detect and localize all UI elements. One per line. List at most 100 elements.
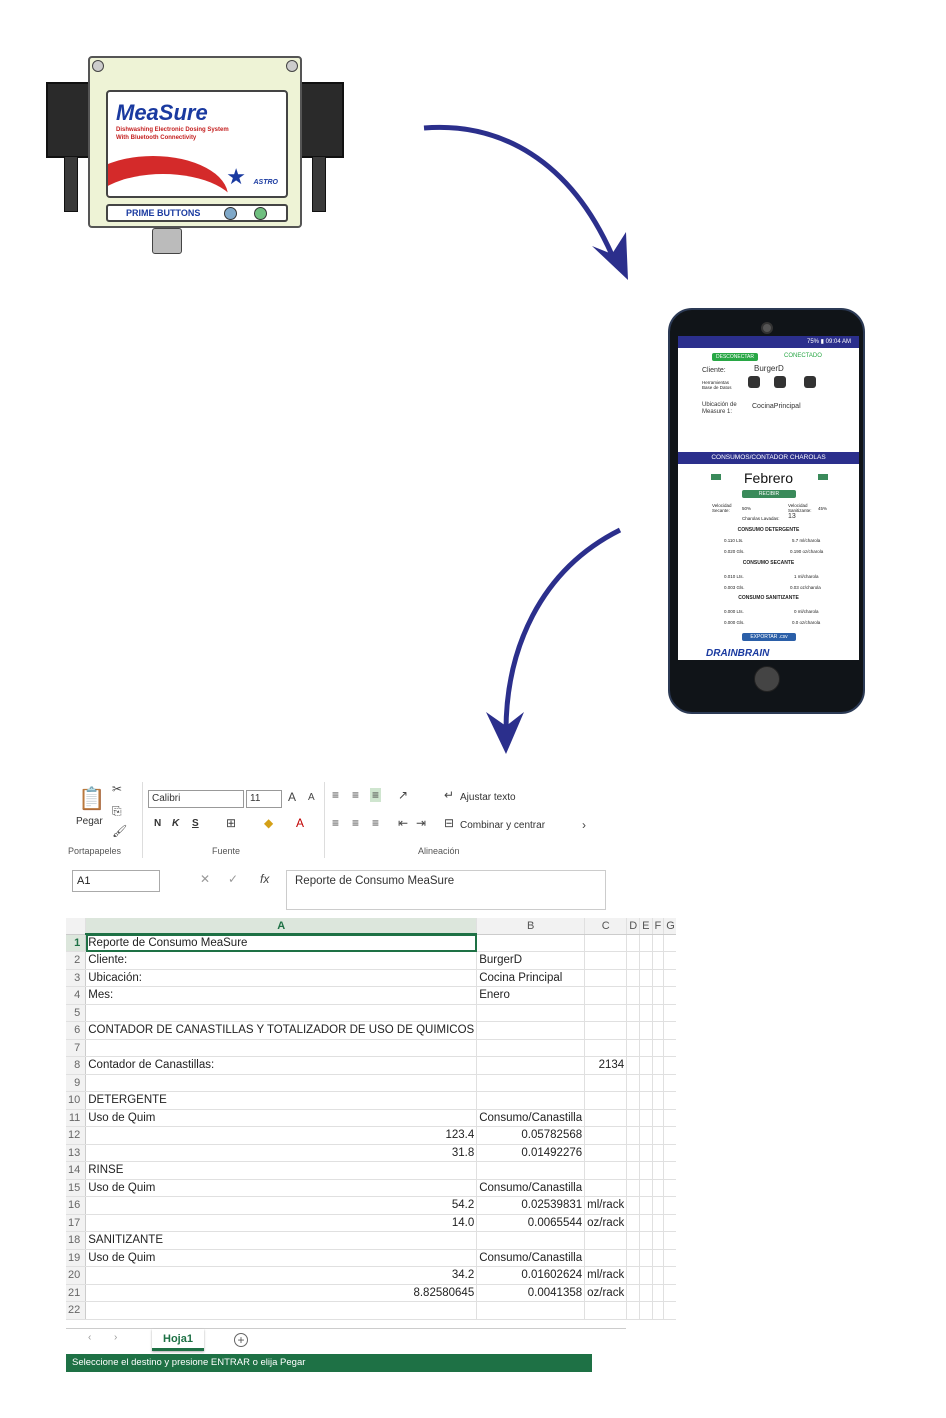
- increase-indent-icon[interactable]: ⇥: [416, 816, 427, 830]
- cell[interactable]: [663, 1196, 676, 1215]
- cell[interactable]: [652, 1161, 665, 1180]
- cell[interactable]: [85, 1074, 478, 1092]
- cell[interactable]: [652, 1144, 665, 1162]
- cell[interactable]: 0.01492276: [476, 1144, 586, 1162]
- database-edit-icon[interactable]: [774, 376, 786, 388]
- cell[interactable]: [652, 1021, 665, 1040]
- row-header[interactable]: 21: [66, 1284, 87, 1302]
- cell[interactable]: Cocina Principal: [476, 969, 586, 987]
- prime-button-1[interactable]: [224, 207, 237, 220]
- cell[interactable]: [663, 934, 676, 952]
- row-header[interactable]: 14: [66, 1161, 87, 1180]
- cell[interactable]: ml/rack: [584, 1196, 628, 1215]
- sheet-tab[interactable]: Hoja1: [152, 1329, 204, 1351]
- align-left-icon[interactable]: ≡: [332, 816, 340, 830]
- cell[interactable]: BurgerD: [476, 951, 586, 970]
- cell[interactable]: [639, 1249, 653, 1267]
- cell[interactable]: [663, 1074, 676, 1092]
- cell[interactable]: [626, 1056, 641, 1075]
- cell[interactable]: [639, 1126, 653, 1145]
- cell[interactable]: [652, 986, 665, 1005]
- row-header[interactable]: 12: [66, 1126, 87, 1145]
- cell[interactable]: Mes:: [85, 986, 478, 1005]
- column-header[interactable]: F: [652, 918, 665, 935]
- cell[interactable]: [584, 951, 628, 970]
- cell[interactable]: [639, 1266, 653, 1285]
- cell[interactable]: [652, 1231, 665, 1250]
- column-header[interactable]: A: [85, 918, 478, 935]
- cell[interactable]: [652, 969, 665, 987]
- cell[interactable]: [639, 1056, 653, 1075]
- decrease-indent-icon[interactable]: ⇤: [398, 816, 409, 830]
- cell[interactable]: [652, 1004, 665, 1022]
- cell[interactable]: 2134: [584, 1056, 628, 1075]
- cell[interactable]: Ubicación:: [85, 969, 478, 987]
- row-header[interactable]: 7: [66, 1039, 87, 1057]
- cell[interactable]: [584, 969, 628, 987]
- cell[interactable]: [626, 1266, 641, 1285]
- column-header[interactable]: B: [476, 918, 586, 935]
- cell[interactable]: [626, 986, 641, 1005]
- row-header[interactable]: 10: [66, 1091, 87, 1110]
- cell[interactable]: [476, 1301, 586, 1320]
- function-icon[interactable]: fx: [260, 872, 270, 886]
- align-middle-icon[interactable]: ≡: [352, 788, 360, 802]
- cell[interactable]: [584, 1109, 628, 1127]
- cell[interactable]: oz/rack: [584, 1214, 628, 1232]
- cell[interactable]: [584, 1249, 628, 1267]
- cell[interactable]: [663, 986, 676, 1005]
- cell[interactable]: [584, 1004, 628, 1022]
- cell[interactable]: Consumo/Canastilla: [476, 1109, 586, 1127]
- cell[interactable]: [626, 1231, 641, 1250]
- font-size-select[interactable]: 11: [246, 790, 282, 808]
- bold-button[interactable]: N: [154, 818, 162, 829]
- cell[interactable]: [639, 1161, 653, 1180]
- cell[interactable]: 0.01602624: [476, 1266, 586, 1285]
- column-header[interactable]: G: [663, 918, 676, 935]
- row-header[interactable]: 13: [66, 1144, 87, 1162]
- cell[interactable]: [626, 1091, 641, 1110]
- cell[interactable]: CONTADOR DE CANASTILLAS Y TOTALIZADOR DE…: [85, 1021, 478, 1040]
- cell[interactable]: [652, 1179, 665, 1197]
- cell[interactable]: RINSE: [85, 1161, 478, 1180]
- cell[interactable]: [626, 1214, 641, 1232]
- paste-button[interactable]: Pegar: [76, 816, 103, 827]
- italic-button[interactable]: K: [172, 818, 180, 829]
- orientation-icon[interactable]: ↗: [398, 788, 409, 802]
- align-bottom-icon[interactable]: ≡: [370, 788, 382, 802]
- cell[interactable]: 8.82580645: [85, 1284, 478, 1302]
- cell[interactable]: [639, 934, 653, 952]
- cell[interactable]: [85, 1039, 478, 1057]
- cell[interactable]: [626, 969, 641, 987]
- cell[interactable]: [639, 1109, 653, 1127]
- cell[interactable]: [626, 1249, 641, 1267]
- row-header[interactable]: 8: [66, 1056, 87, 1075]
- cell[interactable]: [639, 1284, 653, 1302]
- cell[interactable]: [663, 1144, 676, 1162]
- database-delete-icon[interactable]: [804, 376, 816, 388]
- cell[interactable]: 0.05782568: [476, 1126, 586, 1145]
- cell[interactable]: [663, 1056, 676, 1075]
- cell[interactable]: [639, 1144, 653, 1162]
- decrease-font-icon[interactable]: A: [308, 792, 315, 803]
- cell[interactable]: [626, 1039, 641, 1057]
- cell[interactable]: [652, 1056, 665, 1075]
- cell[interactable]: [652, 1109, 665, 1127]
- cell[interactable]: [652, 1249, 665, 1267]
- cell[interactable]: [663, 969, 676, 987]
- paste-icon[interactable]: 📋: [78, 786, 106, 811]
- cell[interactable]: 123.4: [85, 1126, 478, 1145]
- cell[interactable]: [639, 1091, 653, 1110]
- row-header[interactable]: 15: [66, 1179, 87, 1197]
- cell[interactable]: [663, 1266, 676, 1285]
- cell[interactable]: oz/rack: [584, 1284, 628, 1302]
- cell[interactable]: [584, 1091, 628, 1110]
- cell[interactable]: [652, 1266, 665, 1285]
- receive-button[interactable]: RECIBIR: [742, 490, 796, 498]
- align-right-icon[interactable]: ≡: [372, 816, 380, 830]
- underline-button[interactable]: S: [192, 818, 199, 829]
- cancel-icon[interactable]: ✕: [200, 872, 211, 886]
- cell[interactable]: ml/rack: [584, 1266, 628, 1285]
- wrap-text-icon[interactable]: ↵: [444, 788, 455, 802]
- cell[interactable]: [584, 1179, 628, 1197]
